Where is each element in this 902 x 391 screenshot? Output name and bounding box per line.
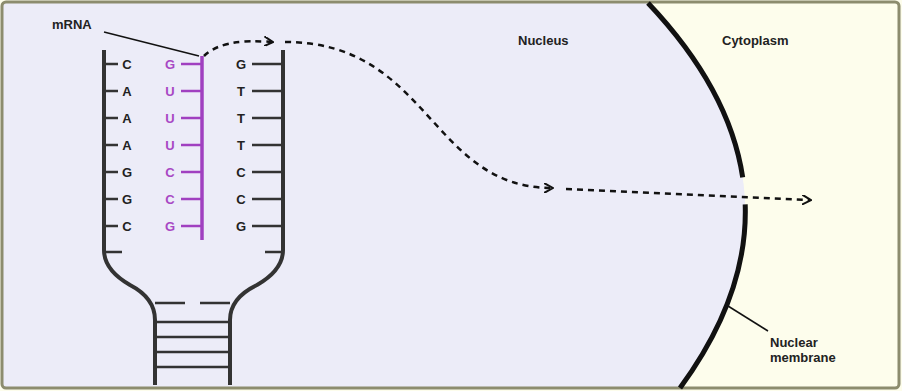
mrna-base: U xyxy=(165,85,174,98)
export-arrow xyxy=(566,189,810,200)
dna-base: T xyxy=(237,85,245,98)
base-stubs xyxy=(104,64,283,367)
export-arrow xyxy=(285,42,552,188)
leader-line xyxy=(104,32,199,56)
dna-base: T xyxy=(237,139,245,152)
dna-base: G xyxy=(122,166,132,179)
mrna-base: U xyxy=(165,139,174,152)
dna-base: A xyxy=(122,85,131,98)
part-label: mRNA xyxy=(52,18,92,33)
dna-base: A xyxy=(122,139,131,152)
leader-line xyxy=(728,306,768,331)
nuclear-membrane xyxy=(680,204,745,388)
dna-strand xyxy=(104,50,155,385)
dna-base: G xyxy=(236,58,246,71)
nuclear-membrane xyxy=(648,3,743,177)
dna-base: C xyxy=(236,166,245,179)
region-label: Cytoplasm xyxy=(722,34,788,49)
dna-base: G xyxy=(122,193,132,206)
dna-base: C xyxy=(122,58,131,71)
dna-base: G xyxy=(236,220,246,233)
mrna-stubs xyxy=(181,64,202,226)
mrna-base: U xyxy=(165,112,174,125)
dna-base: T xyxy=(237,112,245,125)
mrna-base: G xyxy=(165,58,175,71)
export-arrow xyxy=(204,41,272,56)
mrna-base: G xyxy=(165,220,175,233)
dna-base: C xyxy=(122,220,131,233)
part-label: Nuclear membrane xyxy=(770,336,850,366)
region-label: Nucleus xyxy=(518,34,569,49)
dna-base: C xyxy=(236,193,245,206)
mrna-base: C xyxy=(165,193,174,206)
dna-strand xyxy=(230,50,283,385)
dna-base: A xyxy=(122,112,131,125)
mrna-base: C xyxy=(165,166,174,179)
mrna-strand xyxy=(200,56,204,240)
nucleus-region xyxy=(3,3,745,388)
